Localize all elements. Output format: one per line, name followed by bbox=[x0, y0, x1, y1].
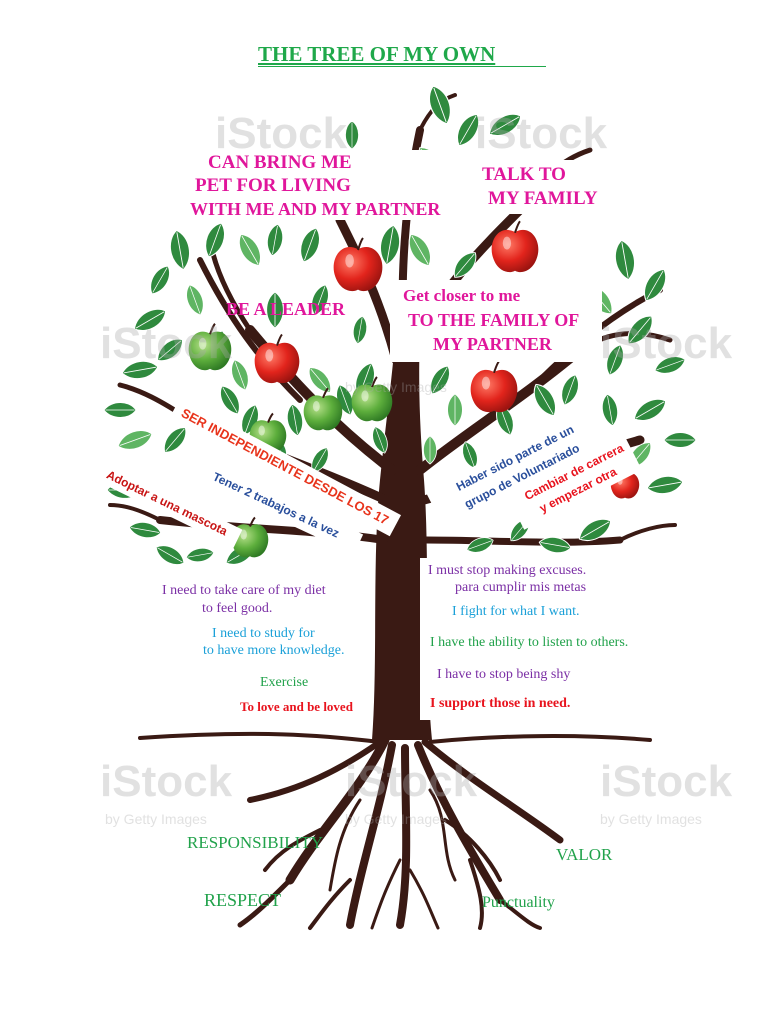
ground-line bbox=[140, 734, 380, 742]
note-excuses-line-1: I must stop making excuses. bbox=[428, 564, 586, 578]
goal-pet-line-1: CAN BRING ME bbox=[208, 153, 352, 172]
apple-body bbox=[471, 370, 518, 412]
leaf bbox=[630, 394, 670, 427]
watermark-logo: iStock bbox=[345, 760, 477, 804]
goal-talk-line-1: TALK TO bbox=[482, 165, 566, 184]
title-underline bbox=[258, 66, 546, 67]
note-support: I support those in need. bbox=[430, 697, 570, 711]
leaf bbox=[265, 223, 285, 257]
leaf bbox=[612, 239, 637, 282]
note-exercise: Exercise bbox=[260, 676, 308, 690]
watermark-logo: iStock bbox=[600, 322, 732, 366]
leaf bbox=[424, 83, 455, 127]
goal-pet-line-2: PET FOR LIVING bbox=[195, 176, 351, 195]
apple-body bbox=[492, 230, 539, 272]
leaf bbox=[115, 426, 155, 454]
leaf bbox=[538, 535, 572, 555]
root-responsibility: RESPONSIBILITY bbox=[187, 834, 323, 851]
leaf bbox=[296, 225, 324, 265]
leaf bbox=[104, 402, 136, 417]
note-fight: I fight for what I want. bbox=[452, 605, 580, 619]
goal-leader: BE A LEADER bbox=[226, 300, 345, 318]
leaf bbox=[167, 229, 192, 272]
leaf bbox=[152, 541, 187, 570]
root-valor: VALOR bbox=[556, 846, 612, 863]
apple-body bbox=[304, 395, 343, 430]
note-listen: I have the ability to listen to others. bbox=[430, 636, 628, 650]
note-study-line-1: I need to study for bbox=[212, 627, 315, 641]
note-diet-line-2: to feel good. bbox=[202, 602, 272, 616]
note-love: To love and be loved bbox=[240, 700, 353, 713]
apple-body bbox=[255, 343, 300, 383]
leaf bbox=[128, 520, 162, 540]
watermark-logo: iStock bbox=[475, 112, 607, 156]
leaf bbox=[664, 432, 696, 447]
leaf bbox=[557, 372, 582, 407]
note-study-line-2: to have more knowledge. bbox=[203, 644, 345, 658]
red-apple bbox=[471, 361, 518, 412]
apple-shine bbox=[258, 426, 264, 436]
leaf bbox=[285, 403, 305, 437]
tree-branch bbox=[620, 525, 675, 540]
goal-closer-line-3: MY PARTNER bbox=[433, 335, 552, 353]
leaf bbox=[646, 474, 684, 497]
watermark-credit: by Getty Images bbox=[600, 812, 702, 826]
goal-pet-line-3: WITH ME AND MY PARTNER bbox=[190, 200, 440, 218]
apple-shine bbox=[313, 401, 320, 412]
root-respect: RESPECT bbox=[204, 891, 281, 909]
leaf bbox=[351, 315, 369, 345]
goal-closer-line-2: TO THE FAMILY OF bbox=[408, 311, 579, 329]
note-excuses-line-2: para cumplir mis metas bbox=[455, 581, 586, 595]
goal-closer-line-1: Get closer to me bbox=[403, 287, 520, 304]
goal-talk-line-2: MY FAMILY bbox=[488, 189, 598, 208]
leaf bbox=[345, 121, 358, 149]
watermark-logo: iStock bbox=[100, 322, 232, 366]
page-title: THE TREE OF MY OWN bbox=[258, 44, 495, 65]
leaf bbox=[182, 282, 207, 317]
watermark-credit: by Getty Images bbox=[345, 380, 447, 394]
leaf bbox=[447, 394, 462, 426]
watermark-logo: iStock bbox=[100, 760, 232, 804]
watermark-logo: iStock bbox=[600, 760, 732, 804]
note-shy: I have to stop being shy bbox=[437, 668, 570, 682]
leaf bbox=[600, 393, 620, 427]
apple-shine bbox=[265, 349, 273, 361]
watermark-credit: by Getty Images bbox=[105, 812, 207, 826]
apple-body bbox=[334, 247, 383, 291]
leaf bbox=[146, 262, 175, 297]
apple-shine bbox=[503, 237, 511, 250]
apple-shine bbox=[482, 377, 490, 390]
root-punctuality: Punctuality bbox=[482, 895, 555, 911]
tree-root bbox=[410, 870, 438, 928]
red-apple bbox=[334, 238, 383, 291]
ground-line bbox=[430, 736, 650, 742]
leaf bbox=[185, 546, 215, 564]
watermark-credit: by Getty Images bbox=[345, 812, 447, 826]
apple-shine bbox=[345, 254, 354, 267]
leaf bbox=[201, 220, 229, 260]
note-diet-line-1: I need to take care of my diet bbox=[162, 584, 326, 598]
tree-root bbox=[372, 860, 400, 928]
leaf bbox=[234, 230, 267, 270]
